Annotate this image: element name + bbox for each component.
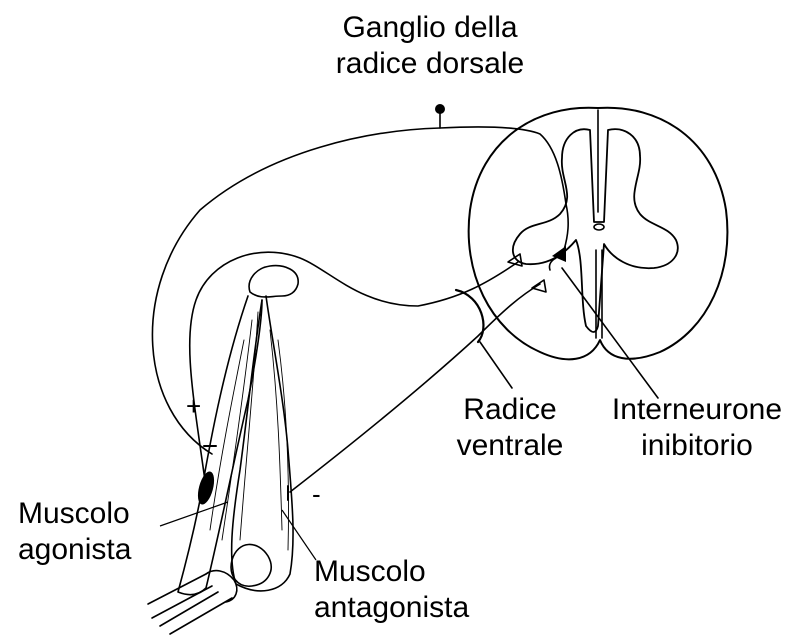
ventral-root-label-line1: Radice [430, 392, 590, 428]
motor-neuron-agonist-marker [508, 254, 522, 266]
motor-neuron-antagonist-marker [532, 280, 546, 292]
ventral-root-leader-line [480, 342, 512, 388]
antagonist-muscle-label-line2: antagonista [314, 590, 469, 626]
dorsal-root-ganglion-label: Ganglio della radice dorsale [300, 10, 560, 82]
central-canal [594, 224, 604, 230]
agonist-muscle-label: Muscolo agonista [18, 496, 131, 568]
agonist-label-leader-line [160, 502, 228, 526]
agonist-muscle-label-line1: Muscolo [18, 496, 131, 532]
antagonist-label-leader-line [282, 510, 316, 560]
forearm-bone-upper [148, 574, 212, 618]
forearm-bone-lower [160, 592, 232, 634]
spinal-cord-cross-section [469, 108, 728, 360]
ventral-root-label-line2: ventrale [430, 428, 590, 464]
dorsal-root-ganglion-label-line2: radice dorsale [300, 46, 560, 82]
inhibitory-interneuron-label-line1: Interneurone [592, 392, 802, 428]
antagonist-muscle-label-line1: Muscolo [314, 554, 469, 590]
excitatory-sign: + [186, 392, 201, 420]
muscle-fiber-lines [210, 312, 289, 550]
ventral-root-label: Radice ventrale [430, 392, 590, 464]
interneuron-leader-line [562, 268, 658, 398]
forearm-bones [148, 571, 237, 634]
agonist-muscle-label-line2: agonista [18, 532, 131, 568]
elbow-joint [231, 544, 271, 586]
inhibitory-sign: - [312, 480, 321, 508]
dorsal-root-ganglion-label-line1: Ganglio della [300, 10, 560, 46]
antagonist-muscle-label: Muscolo antagonista [314, 554, 469, 626]
arm-muscles [178, 266, 298, 595]
agonist-muscle-spindle-icon [195, 470, 217, 506]
humerus-head [249, 266, 298, 297]
inhibitory-interneuron-label-line2: inibitorio [592, 428, 802, 464]
inhibitory-interneuron-label: Interneurone inibitorio [592, 392, 802, 464]
dorsal-root-ganglion-icon [435, 104, 445, 114]
